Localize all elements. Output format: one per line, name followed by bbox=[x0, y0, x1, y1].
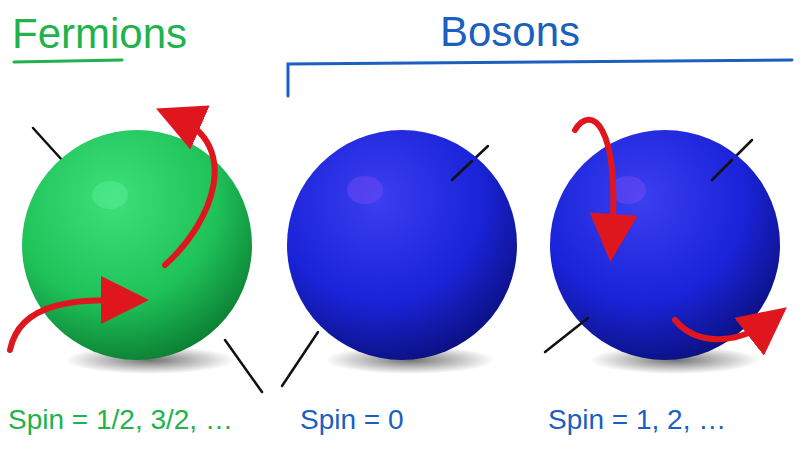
spin-axis bbox=[282, 332, 318, 386]
group-bracket bbox=[288, 60, 792, 96]
title-underline bbox=[14, 60, 122, 62]
group-title: Bosons bbox=[440, 8, 580, 56]
fermion-sphere bbox=[22, 130, 252, 360]
spin-arrow bbox=[675, 320, 768, 339]
spin-arrow bbox=[10, 300, 125, 350]
boson-sphere bbox=[550, 130, 780, 360]
sphere-highlight bbox=[347, 176, 383, 204]
spin-axis bbox=[452, 161, 472, 180]
spin-arrow bbox=[575, 120, 613, 238]
spin-axis bbox=[225, 340, 262, 392]
sphere-highlight bbox=[92, 181, 128, 209]
spin-label: Spin = 1, 2, … bbox=[548, 404, 726, 436]
spin-axis bbox=[545, 318, 588, 352]
spin-axis bbox=[712, 160, 732, 180]
spin-axis bbox=[33, 128, 62, 160]
spin-arrow bbox=[165, 118, 215, 265]
spin-label: Spin = 0 bbox=[300, 404, 404, 436]
boson-sphere bbox=[287, 130, 517, 360]
group-title: Fermions bbox=[12, 10, 187, 58]
spin-label: Spin = 1/2, 3/2, … bbox=[8, 404, 233, 436]
